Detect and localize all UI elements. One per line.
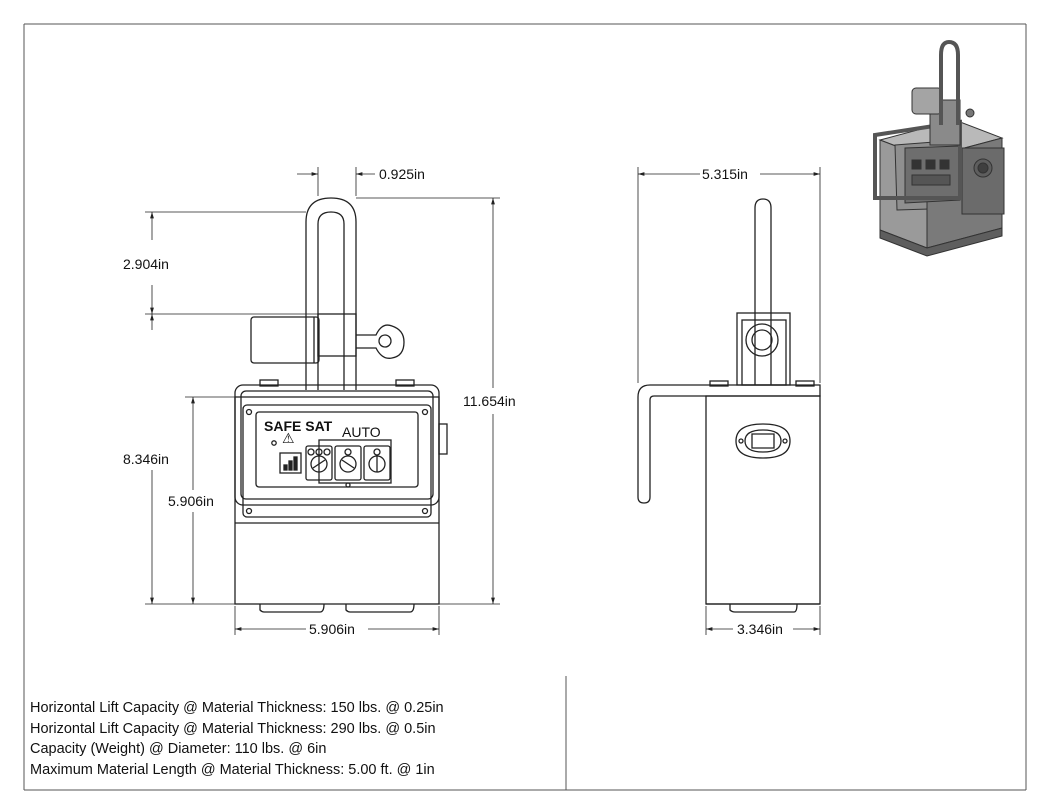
spec-line: Horizontal Lift Capacity @ Material Thic… [30,720,436,737]
dim-body-height: 8.346in [123,451,169,467]
sheet-border [23,23,1027,791]
control-panel [242,404,432,518]
front-view [234,197,448,613]
dim-shackle-width: 0.925in [379,166,425,182]
spec-line: Capacity (Weight) @ Diameter: 110 lbs. @… [30,741,327,757]
side-body [705,395,821,605]
dim-side-overall-width: 5.315in [702,166,748,182]
dim-body-width: 5.906in [309,621,355,637]
dim-side-body-width: 3.346in [737,621,783,637]
spec-line: Horizontal Lift Capacity @ Material Thic… [30,700,444,716]
isometric-render [873,39,1005,257]
dim-base-height: 5.906in [168,493,214,509]
front-body [234,396,448,605]
shackle [305,197,357,390]
handle-bar [234,379,440,506]
side-dimensions [637,167,821,635]
panel-brand-text: SAFE SAT [264,418,333,434]
front-dimensions [145,167,500,635]
switch-label: AUTO [342,424,381,440]
warning-icon: ⚠ [282,430,295,446]
clevis-pin [317,313,405,359]
dim-shackle-height: 2.904in [123,256,169,272]
side-shackle [754,198,772,385]
side-bracket [736,312,791,386]
specs-block: Horizontal Lift Capacity @ Material Thic… [30,698,444,780]
base-feet [259,603,415,613]
side-view [637,198,821,613]
side-connector [735,423,791,459]
dim-overall-height: 11.654in [463,393,516,409]
pivot-block [250,316,320,364]
spec-line: Maximum Material Length @ Material Thick… [30,761,435,778]
side-handle [637,384,821,504]
